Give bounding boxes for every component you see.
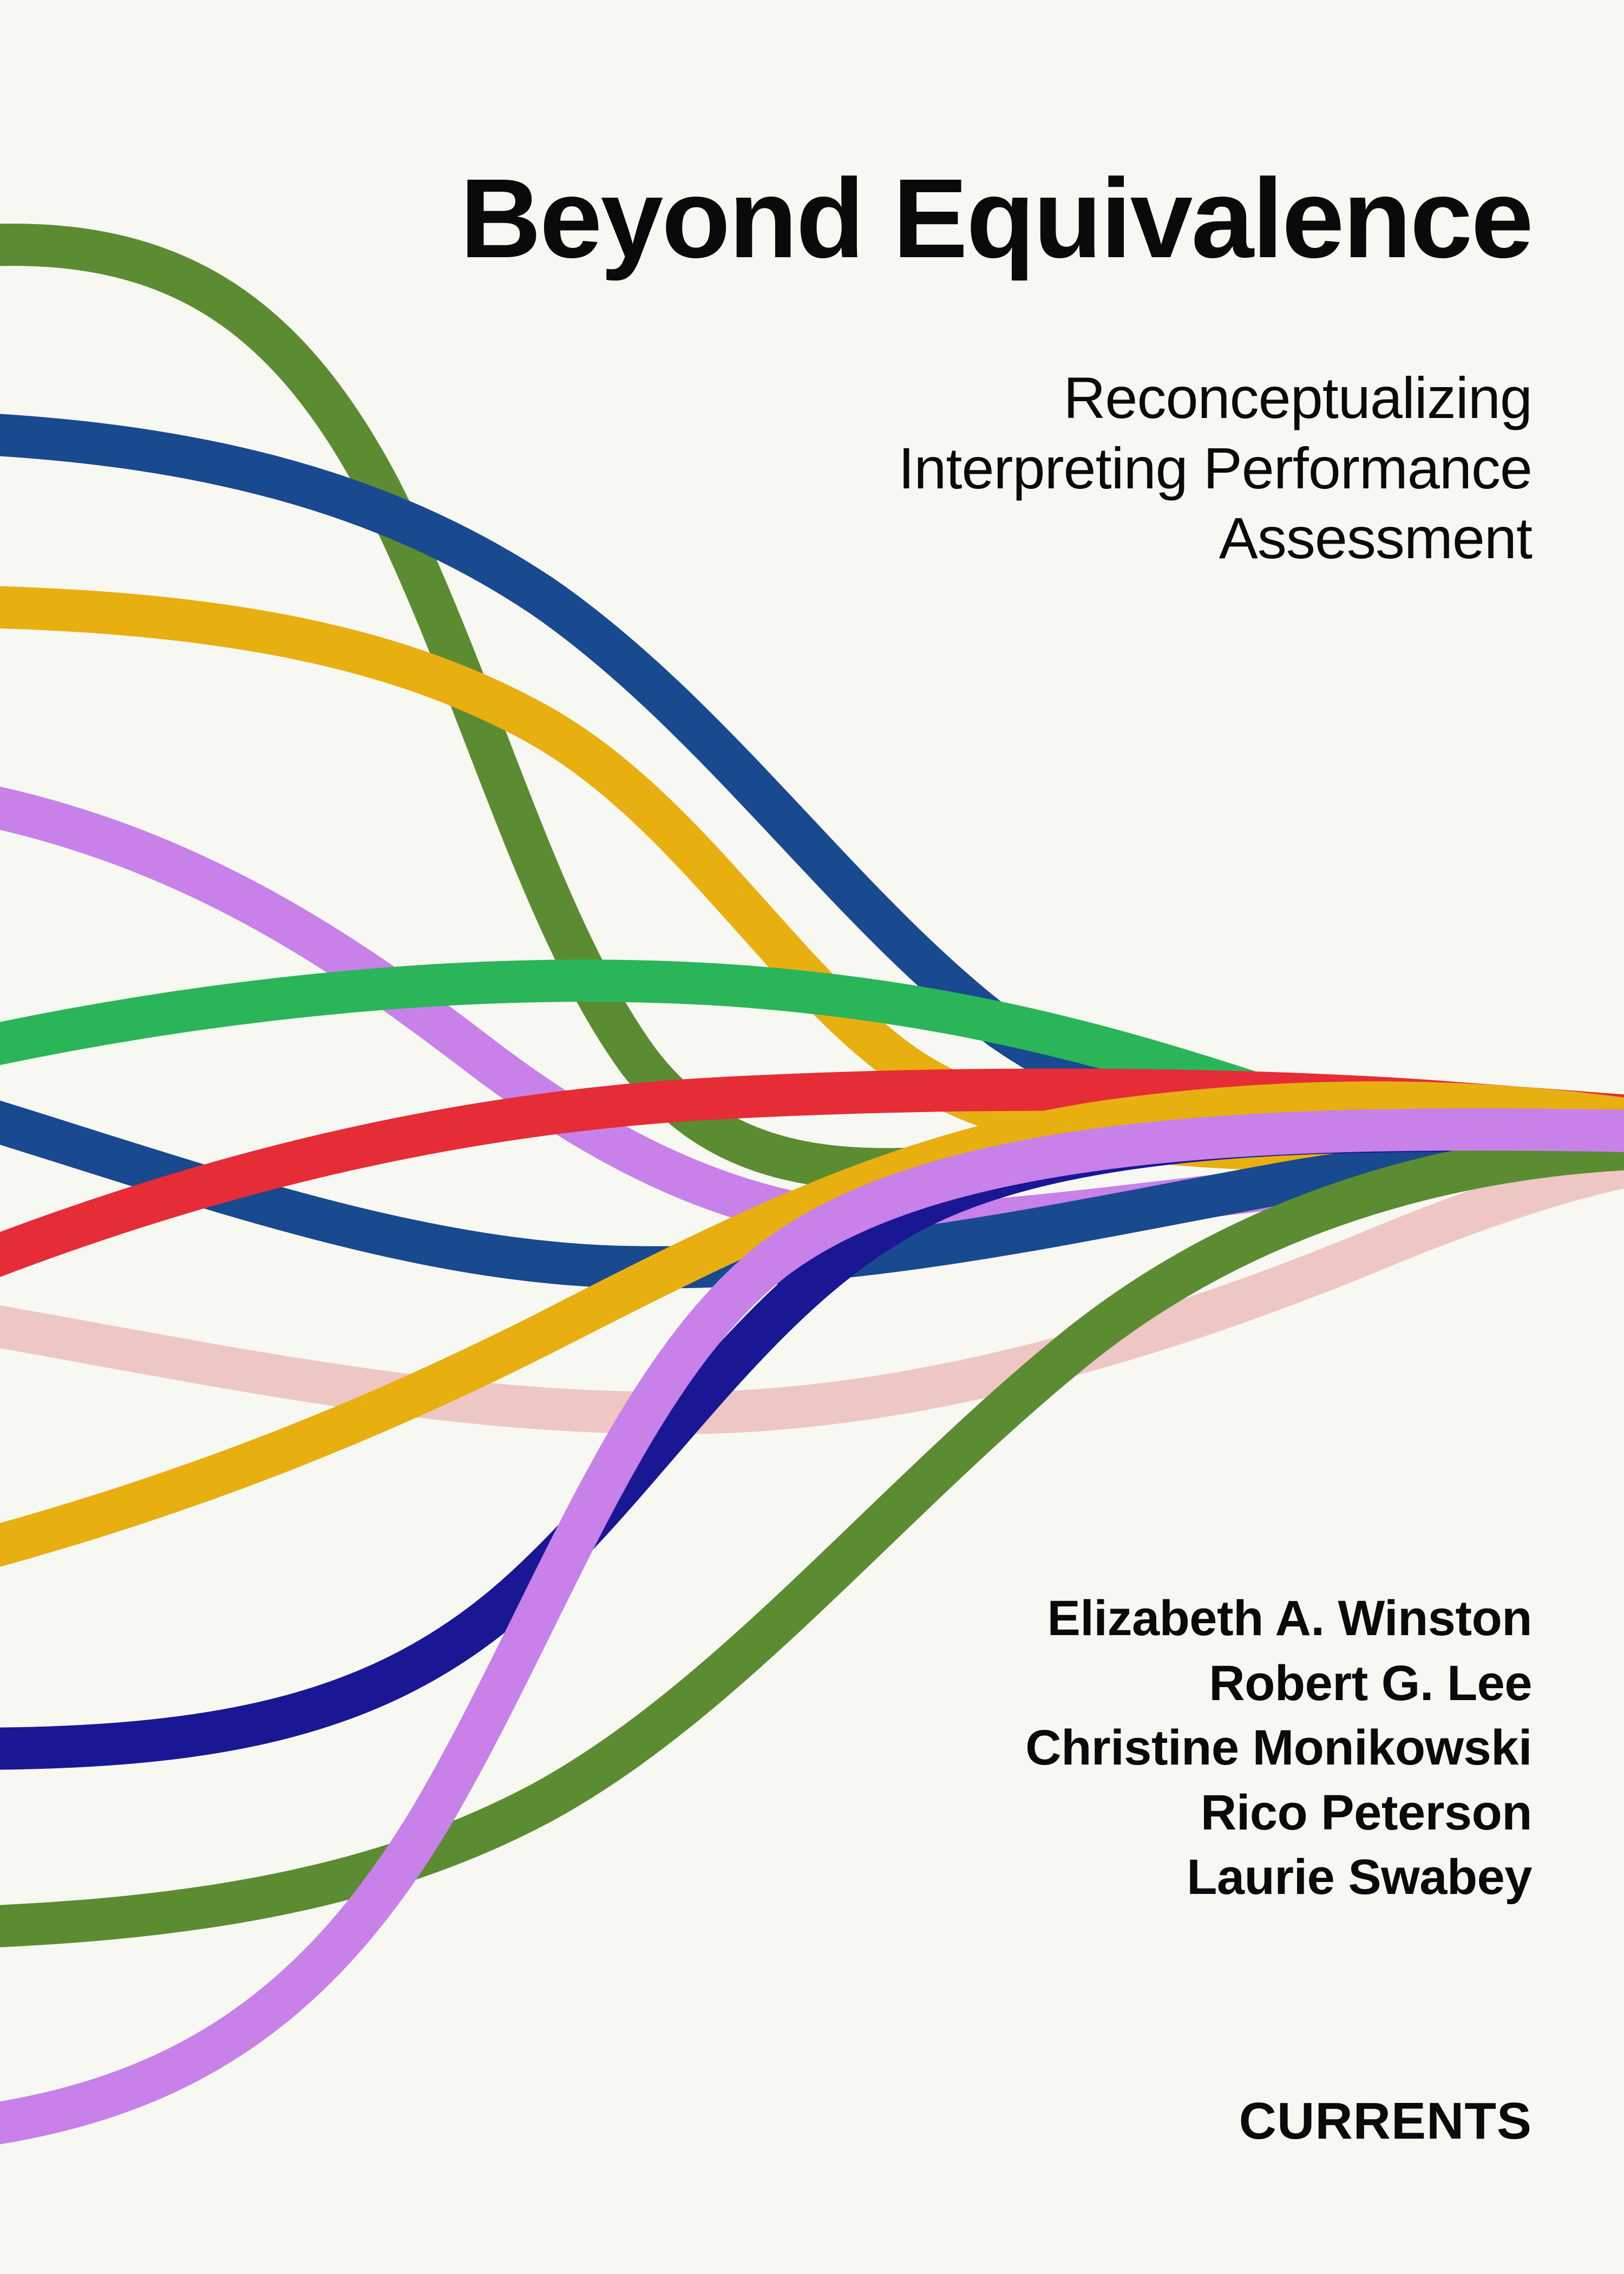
page-title: Beyond Equivalence — [460, 156, 1534, 282]
subtitle-line-3: Assessment — [1219, 505, 1533, 571]
author-name: Elizabeth A. Winston — [1047, 1591, 1532, 1646]
ribbon-amber-lower — [0, 1081, 1624, 1567]
author-name: Christine Monikowski — [1025, 1720, 1532, 1776]
author-name: Rico Peterson — [1200, 1785, 1533, 1840]
author-name: Robert G. Lee — [1209, 1655, 1532, 1711]
subtitle-line-2: Interpreting Performance — [898, 435, 1533, 501]
imprint-block: CURRENTS — [666, 2095, 1532, 2147]
authors-block: Elizabeth A. Winston Robert G. Lee Chris… — [503, 1586, 1532, 1910]
subtitle-block: Reconceptualizing Interpreting Performan… — [503, 363, 1533, 573]
author-name: Laurie Swabey — [1187, 1850, 1532, 1905]
ribbon-blush-pink-lower — [0, 1145, 1624, 1435]
subtitle-line-1: Reconceptualizing — [1063, 365, 1533, 430]
title-block: Beyond Equivalence — [341, 156, 1534, 282]
ribbon-lilac-ascending — [0, 1108, 1624, 2145]
publisher-imprint: CURRENTS — [1239, 2092, 1532, 2150]
ribbon-olive-green-ascending — [0, 1128, 1624, 1948]
